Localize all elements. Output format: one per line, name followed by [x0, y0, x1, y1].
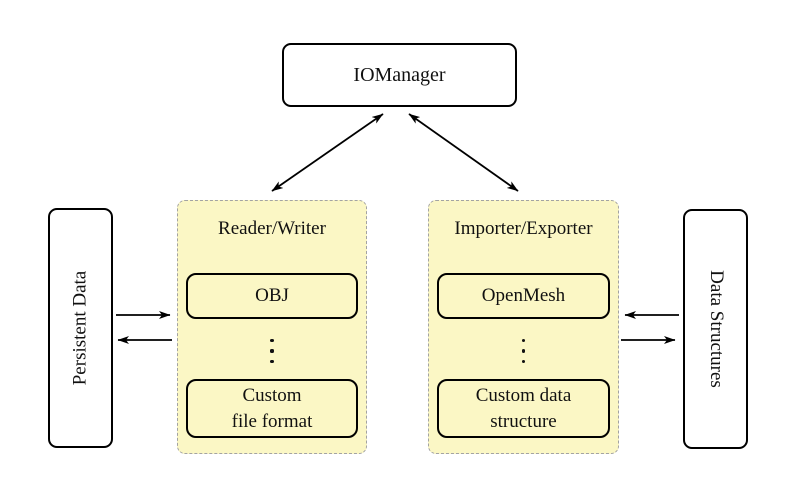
reader-writer-title: Reader/Writer	[218, 218, 326, 239]
arrow-iomanager-readerwriter	[271, 113, 384, 192]
vertical-dots-icon	[178, 335, 366, 367]
arrow-iomanager-importerexporter	[408, 113, 519, 192]
node-obj: OBJ	[186, 273, 358, 319]
node-data-structures: Data Structures	[683, 209, 748, 449]
persistent-data-label: Persistent Data	[69, 270, 91, 386]
data-structures-label: Data Structures	[705, 270, 727, 388]
node-openmesh: OpenMesh	[437, 273, 610, 319]
panel-importer-exporter: Importer/Exporter OpenMesh Custom data s…	[428, 200, 619, 454]
panel-reader-writer: Reader/Writer OBJ Custom file format	[177, 200, 367, 454]
iomanager-label: IOManager	[353, 63, 446, 86]
node-persistent-data: Persistent Data	[48, 208, 113, 448]
importer-exporter-title: Importer/Exporter	[454, 218, 593, 239]
custom-file-format-line2: file format	[231, 410, 313, 432]
vertical-dots-icon	[429, 335, 618, 367]
node-custom-data-structure: Custom data structure	[437, 379, 610, 438]
node-iomanager: IOManager	[282, 43, 517, 107]
node-custom-file-format: Custom file format	[186, 379, 358, 438]
openmesh-label: OpenMesh	[481, 285, 566, 306]
obj-label: OBJ	[255, 285, 289, 306]
custom-data-structure-line2: structure	[490, 410, 557, 432]
custom-file-format-line1: Custom	[242, 384, 302, 406]
custom-data-structure-line1: Custom data	[475, 384, 572, 406]
